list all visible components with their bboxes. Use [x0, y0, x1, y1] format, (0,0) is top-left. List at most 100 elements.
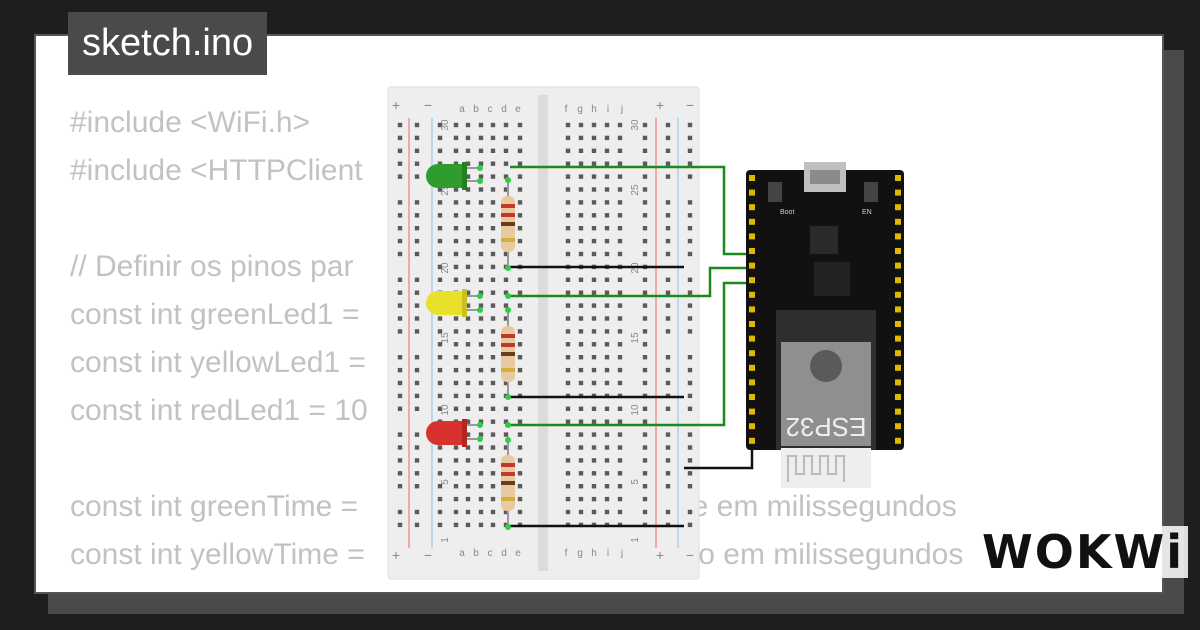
- breadboard-hole: [503, 432, 509, 437]
- breadboard-hole: [465, 484, 471, 489]
- breadboard-hole: [565, 290, 571, 295]
- breadboard-hole: [490, 355, 496, 360]
- breadboard-hole: [490, 509, 496, 515]
- header-pin: [895, 306, 901, 313]
- led-yellow[interactable]: [426, 289, 483, 317]
- breadboard-hole: [617, 406, 623, 411]
- header-pin: [895, 277, 901, 284]
- breadboard-hole: [517, 251, 523, 257]
- breadboard-hole: [465, 380, 471, 386]
- breadboard-hole: [453, 122, 459, 128]
- breadboard-hole: [517, 367, 523, 373]
- breadboard-hole: [591, 161, 597, 166]
- breadboard-hole: [617, 419, 623, 424]
- breadboard-hole: [517, 406, 523, 411]
- header-pin: [749, 189, 755, 196]
- header-pin: [895, 364, 901, 371]
- breadboard-hole: [604, 187, 610, 192]
- breadboard-hole: [642, 200, 648, 205]
- header-pin: [749, 306, 755, 313]
- breadboard-hole: [414, 522, 420, 528]
- breadboard-hole: [604, 342, 610, 347]
- breadboard-hole: [591, 471, 597, 476]
- breadboard-hole: [503, 509, 509, 515]
- breadboard-hole: [414, 355, 420, 360]
- breadboard-hole: [642, 458, 648, 463]
- header-pin: [895, 262, 901, 269]
- led-red[interactable]: [426, 419, 483, 447]
- breadboard-hole: [437, 187, 443, 192]
- breadboard-hole: [565, 161, 571, 166]
- breadboard-hole: [578, 342, 584, 347]
- breadboard-hole: [490, 187, 496, 192]
- breadboard-hole: [617, 509, 623, 515]
- breadboard-hole: [665, 484, 671, 489]
- breadboard-hole: [604, 135, 610, 141]
- breadboard-hole: [397, 161, 403, 166]
- breadboard-hole: [565, 471, 571, 476]
- breadboard-hole: [517, 432, 523, 437]
- breadboard-hole: [465, 316, 471, 321]
- breadboard-hole: [453, 355, 459, 360]
- breadboard-hole: [591, 316, 597, 321]
- breadboard-hole: [453, 367, 459, 373]
- column-label: j: [620, 548, 623, 559]
- breadboard-hole: [591, 419, 597, 424]
- breadboard-hole: [478, 484, 484, 489]
- breadboard-hole: [503, 316, 509, 321]
- column-label: b: [473, 104, 479, 115]
- esp32-board[interactable]: Boot EN ESP32: [746, 162, 904, 488]
- breadboard-hole: [414, 471, 420, 476]
- breadboard-hole: [397, 406, 403, 411]
- breadboard-hole: [478, 238, 484, 244]
- breadboard-hole: [642, 213, 648, 218]
- breadboard-hole: [604, 496, 610, 502]
- breadboard-hole: [437, 161, 443, 166]
- column-label: h: [591, 548, 597, 559]
- breadboard-hole: [517, 213, 523, 218]
- header-pin: [895, 204, 901, 211]
- breadboard-hole: [578, 496, 584, 502]
- breadboard-hole: [465, 264, 471, 270]
- breadboard-hole: [397, 200, 403, 205]
- breadboard-hole: [414, 316, 420, 321]
- breadboard-hole: [478, 471, 484, 476]
- breadboard-hole: [397, 238, 403, 244]
- breadboard-hole: [591, 122, 597, 128]
- row-number: 25: [440, 184, 451, 196]
- breadboard-hole: [591, 226, 597, 231]
- breadboard-hole: [517, 238, 523, 244]
- breadboard-hole: [453, 251, 459, 257]
- breadboard-hole: [565, 122, 571, 128]
- header-pin: [749, 204, 755, 211]
- breadboard-hole: [591, 238, 597, 244]
- breadboard-hole: [490, 213, 496, 218]
- column-label: b: [473, 548, 479, 559]
- breadboard-hole: [642, 161, 648, 166]
- header-pin: [749, 335, 755, 342]
- code-line: #include <WiFi.h>: [70, 106, 311, 139]
- led-green[interactable]: [426, 162, 483, 190]
- breadboard-hole: [490, 393, 496, 399]
- breadboard-hole: [397, 251, 403, 257]
- breadboard-hole: [617, 432, 623, 437]
- header-pin: [749, 394, 755, 400]
- breadboard-hole: [517, 135, 523, 141]
- breadboard-hole: [465, 187, 471, 192]
- breadboard-hole: [478, 161, 484, 166]
- header-pin: [895, 408, 901, 415]
- breadboard-hole: [604, 484, 610, 489]
- breadboard-hole: [453, 161, 459, 166]
- breadboard-hole: [642, 355, 648, 360]
- breadboard-hole: [465, 238, 471, 244]
- breadboard-hole: [490, 277, 496, 282]
- breadboard-hole: [478, 329, 484, 334]
- breadboard-hole: [604, 367, 610, 373]
- breadboard-hole: [687, 509, 693, 515]
- breadboard-hole: [414, 329, 420, 334]
- column-label: c: [488, 548, 493, 559]
- breadboard-hole: [642, 187, 648, 192]
- header-pin: [749, 379, 755, 386]
- breadboard-hole: [490, 238, 496, 244]
- breadboard-hole: [437, 380, 443, 386]
